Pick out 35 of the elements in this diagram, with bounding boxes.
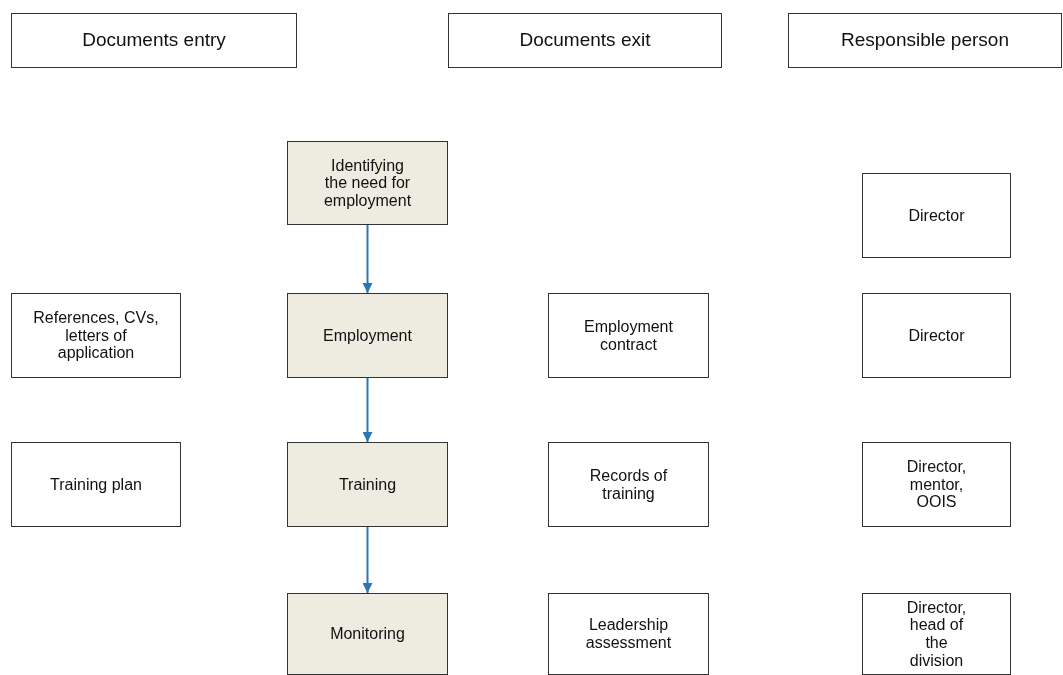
document-box bbox=[862, 442, 1011, 527]
box-label: Responsible person bbox=[840, 30, 1010, 51]
document-box bbox=[548, 442, 709, 527]
column-header bbox=[11, 13, 297, 68]
box-label: References, CVs, letters of application bbox=[32, 309, 160, 362]
arrow bbox=[362, 224, 373, 294]
box-label: Training bbox=[337, 475, 398, 494]
box-label: Documents entry bbox=[81, 30, 227, 51]
process-box bbox=[287, 141, 448, 225]
box-label: Director bbox=[907, 206, 966, 225]
column-header bbox=[448, 13, 722, 68]
process-box bbox=[287, 442, 448, 527]
box-label: Director, mentor, OOIS bbox=[905, 458, 968, 511]
box-label: Employment bbox=[322, 326, 413, 345]
document-box bbox=[548, 593, 709, 675]
box-label: Documents exit bbox=[518, 30, 652, 51]
arrow bbox=[362, 526, 373, 594]
box-label: Identifying the need for employment bbox=[322, 156, 413, 210]
column-header bbox=[788, 13, 1062, 68]
process-box bbox=[287, 293, 448, 378]
box-label: Monitoring bbox=[329, 625, 406, 643]
arrow bbox=[362, 377, 373, 443]
document-box bbox=[11, 293, 181, 378]
box-label: Training plan bbox=[49, 475, 143, 494]
box-label: Director bbox=[907, 326, 966, 345]
box-label: Leadership assessment bbox=[584, 616, 673, 652]
process-box bbox=[287, 593, 448, 675]
document-box bbox=[862, 293, 1011, 378]
document-box bbox=[862, 593, 1011, 675]
box-label: Records of training bbox=[588, 466, 669, 503]
document-box bbox=[862, 173, 1011, 258]
box-label: Director, head of the division bbox=[905, 598, 968, 670]
box-label: Employment contract bbox=[583, 317, 674, 354]
document-box bbox=[11, 442, 181, 527]
document-box bbox=[548, 293, 709, 378]
